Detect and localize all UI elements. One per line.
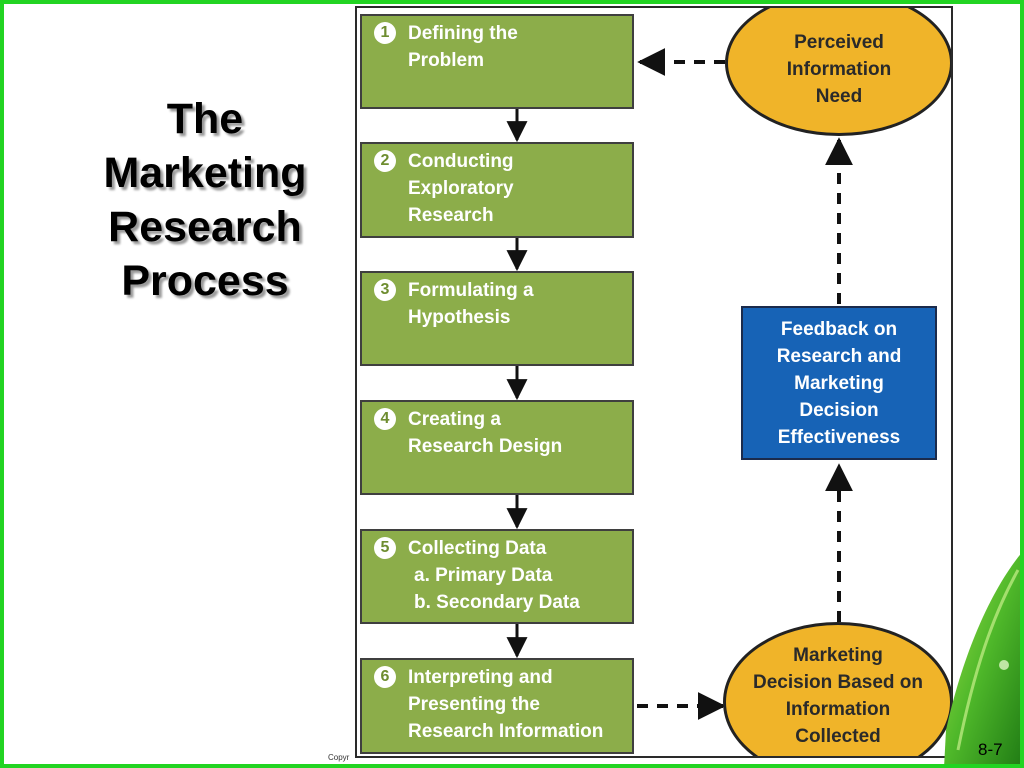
step-label-line: Exploratory bbox=[408, 178, 514, 199]
feedback-label-line: Feedback on bbox=[780, 318, 898, 340]
step-number-badge: 2 bbox=[374, 150, 396, 172]
feedback-effectiveness-box: Feedback on Research and Marketing Decis… bbox=[741, 306, 937, 460]
step-6-interpreting-presenting: 6 Interpreting and Presenting the Resear… bbox=[360, 658, 634, 754]
step-number-badge: 5 bbox=[374, 537, 396, 559]
leaf-shape bbox=[944, 550, 1024, 768]
step-label-line: Research bbox=[408, 205, 494, 226]
slide-title-line: Marketing bbox=[103, 149, 307, 197]
step-label-line: Interpreting and bbox=[408, 667, 553, 688]
step-label-line: Problem bbox=[408, 50, 485, 71]
slide-title: The Marketing Research Process bbox=[60, 92, 350, 308]
page-number: 8-7 bbox=[978, 740, 1003, 759]
feedback-label-line: Research and bbox=[776, 345, 902, 367]
step-sub-item-primary-data: a. Primary Data bbox=[414, 565, 553, 586]
step-number-badge: 1 bbox=[374, 22, 396, 44]
marketing-decision-ellipse: Marketing Decision Based on Information … bbox=[723, 622, 951, 756]
feedback-label-line: Marketing bbox=[794, 372, 884, 394]
process-diagram: 1 Defining the Problem 2 Conducting Expl… bbox=[355, 6, 953, 758]
step-sub-item-secondary-data: b. Secondary Data bbox=[414, 592, 580, 613]
leaf-dewdrop bbox=[999, 660, 1009, 670]
step-label-line: Collecting Data bbox=[408, 538, 547, 559]
ellipse-label-line: Collected bbox=[795, 726, 881, 747]
step-1-defining-problem: 1 Defining the Problem bbox=[360, 14, 634, 109]
step-label-line: Research Information bbox=[408, 721, 604, 742]
ellipse-label-line: Perceived bbox=[794, 31, 884, 53]
leaf-decoration bbox=[944, 550, 1024, 768]
step-number-badge: 6 bbox=[374, 666, 396, 688]
copyright-text: Copyr bbox=[328, 753, 350, 762]
leaf-vein bbox=[956, 569, 1020, 751]
ellipse-label-line: Decision Based on bbox=[753, 672, 923, 693]
feedback-label-line: Effectiveness bbox=[777, 426, 901, 448]
step-label-line: Conducting bbox=[408, 151, 514, 172]
ellipse-label-line: Information bbox=[786, 58, 892, 80]
perceived-information-need-ellipse: Perceived Information Need bbox=[725, 8, 951, 136]
step-label-line: Defining the bbox=[408, 23, 518, 44]
step-label-line: Research Design bbox=[408, 436, 563, 457]
step-number-badge: 4 bbox=[374, 408, 396, 430]
step-4-research-design: 4 Creating a Research Design bbox=[360, 400, 634, 495]
step-number-badge: 3 bbox=[374, 279, 396, 301]
ellipse-label-line: Need bbox=[815, 85, 863, 107]
step-label-line: Presenting the bbox=[408, 694, 540, 715]
slide-title-line: Research bbox=[108, 203, 302, 251]
feedback-arrows bbox=[637, 48, 853, 720]
step-3-formulating-hypothesis: 3 Formulating a Hypothesis bbox=[360, 271, 634, 366]
step-5-collecting-data: 5 Collecting Data a. Primary Data b. Sec… bbox=[360, 529, 634, 624]
ellipse-label-line: Information bbox=[785, 699, 891, 720]
feedback-label-line: Decision bbox=[799, 399, 879, 421]
connector-layer bbox=[506, 48, 853, 720]
slide-title-line: The bbox=[166, 95, 244, 143]
slide-title-line: Process bbox=[121, 257, 289, 305]
ellipse-label-line: Marketing bbox=[793, 645, 883, 666]
step-label-line: Hypothesis bbox=[408, 307, 511, 328]
step-label-line: Creating a bbox=[408, 409, 501, 430]
step-2-exploratory-research: 2 Conducting Exploratory Research bbox=[360, 142, 634, 238]
step-label-line: Formulating a bbox=[408, 280, 534, 301]
